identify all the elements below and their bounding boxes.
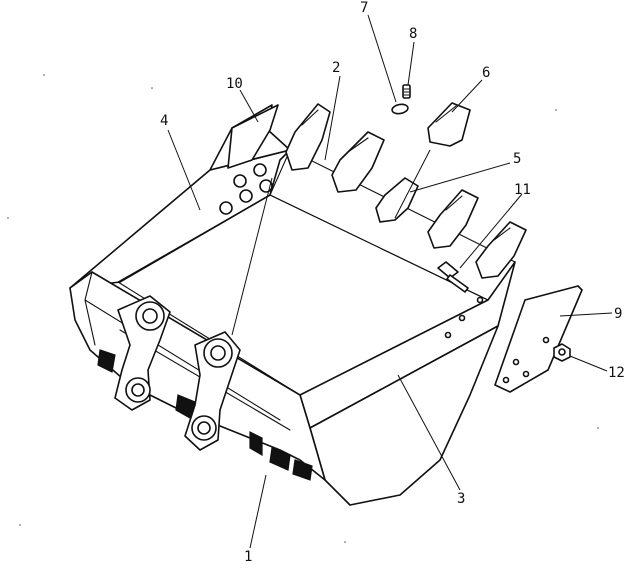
pin <box>391 103 409 115</box>
callout-2: 2 <box>332 60 340 76</box>
callout-12: 12 <box>608 365 625 381</box>
bucket-right-side-plate <box>299 261 516 506</box>
callout-10: 10 <box>226 76 243 92</box>
lock <box>402 84 411 99</box>
leader-lines <box>167 14 613 549</box>
callout-8: 8 <box>409 26 417 42</box>
hinge-bracket-left <box>114 295 171 411</box>
side-cutter-left <box>227 104 279 169</box>
side-cutter-right <box>494 285 583 393</box>
callout-11: 11 <box>514 182 531 198</box>
nut <box>553 343 571 362</box>
tooth-5 <box>475 221 527 279</box>
callout-7: 7 <box>360 0 368 16</box>
callout-5: 5 <box>513 151 521 167</box>
hinge-bracket-right <box>184 331 241 451</box>
callout-3: 3 <box>457 491 465 507</box>
bucket-bottom-shell <box>69 271 326 481</box>
scan-specks <box>7 74 599 543</box>
tooth-point-loose <box>427 102 471 147</box>
bolt <box>437 261 469 293</box>
callout-1: 1 <box>244 549 252 565</box>
tooth-2 <box>331 131 385 193</box>
callout-6: 6 <box>482 65 490 81</box>
callout-labels: 1 2 3 4 5 6 7 8 9 10 11 12 <box>160 0 625 565</box>
tooth-3 <box>375 177 419 223</box>
tooth-1 <box>285 103 331 171</box>
callout-4: 4 <box>160 113 168 129</box>
callout-9: 9 <box>614 306 622 322</box>
tooth-4 <box>427 189 479 249</box>
